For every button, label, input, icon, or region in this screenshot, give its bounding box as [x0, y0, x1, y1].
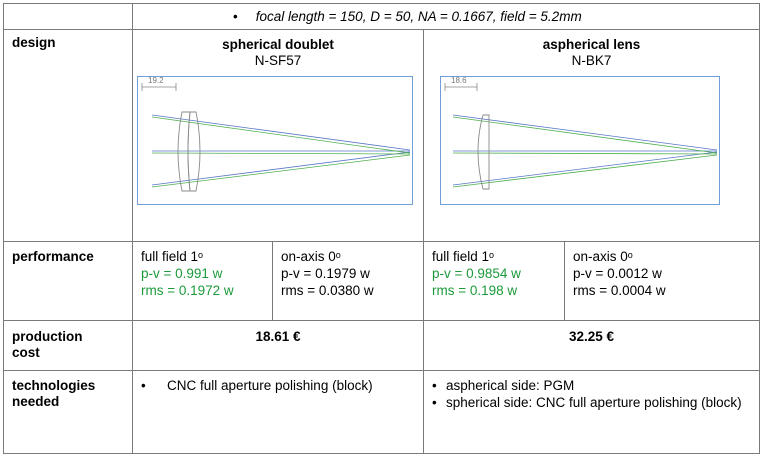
- axis-pv-0: p-v = 0.1979 w: [281, 266, 370, 281]
- full-pv-1: p-v = 0.9854 w: [432, 266, 521, 281]
- axis-label-1: on-axis 0o: [573, 249, 633, 264]
- tech-cell-1: • aspherical side: PGM • spherical side:…: [423, 370, 760, 454]
- ray-diagram-asphere: 18.6: [444, 76, 718, 190]
- row-label-design: design: [3, 29, 133, 242]
- scale-bar: 18.6: [444, 76, 478, 91]
- asphere-lens: [477, 114, 490, 190]
- axis-rms-1: rms = 0.0004 w: [573, 283, 666, 298]
- spec-bullet: •: [233, 9, 238, 24]
- perf-axis-1: on-axis 0o p-v = 0.0012 w rms = 0.0004 w: [564, 241, 760, 321]
- design-title-1: aspherical lens: [542, 37, 641, 52]
- tech-item-1-0: • aspherical side: PGM: [432, 378, 575, 393]
- full-field-label-1: full field 1o: [432, 249, 495, 264]
- design-glass-1: N-BK7: [571, 53, 612, 68]
- lens-diagram-1: 18.6: [440, 76, 720, 205]
- comparison-table: • focal length = 150, D = 50, NA = 0.1667…: [3, 3, 760, 454]
- ray-diagram-doublet: 19.2: [141, 76, 411, 192]
- lens-diagram-0: 19.2: [137, 76, 413, 205]
- cost-1: 32.25 €: [423, 320, 760, 371]
- scale-bar: 19.2: [141, 76, 177, 91]
- perf-full-0: full field 1o p-v = 0.991 w rms = 0.1972…: [132, 241, 273, 321]
- scale-label-1: 18.6: [451, 77, 467, 85]
- perf-full-1: full field 1o p-v = 0.9854 w rms = 0.198…: [423, 241, 565, 321]
- design-cell-0: spherical doublet N-SF57 19.2: [132, 29, 424, 242]
- perf-axis-0: on-axis 0o p-v = 0.1979 w rms = 0.0380 w: [272, 241, 424, 321]
- row-label-cost: production cost: [3, 320, 133, 371]
- corner-cell: [3, 3, 133, 30]
- cost-0: 18.61 €: [132, 320, 424, 371]
- full-rms-0: rms = 0.1972 w: [141, 283, 234, 298]
- design-glass-0: N-SF57: [254, 53, 302, 68]
- doublet-lens: [177, 111, 201, 192]
- design-cell-1: aspherical lens N-BK7 18.6: [423, 29, 760, 242]
- axis-pv-1: p-v = 0.0012 w: [573, 266, 662, 281]
- spec-header: • focal length = 150, D = 50, NA = 0.1667…: [132, 3, 760, 30]
- scale-label-0: 19.2: [148, 77, 164, 85]
- tech-item-0-0: • CNC full aperture polishing (block): [141, 378, 373, 393]
- axis-label-0: on-axis 0o: [281, 249, 341, 264]
- spec-text: focal length = 150, D = 50, NA = 0.1667,…: [255, 9, 582, 24]
- rays: [151, 114, 411, 188]
- tech-item-1-1: • spherical side: CNC full aperture poli…: [432, 395, 742, 410]
- tech-cell-0: • CNC full aperture polishing (block): [132, 370, 424, 454]
- row-label-tech: technologies needed: [3, 370, 133, 454]
- design-title-0: spherical doublet: [222, 37, 334, 52]
- rays: [452, 114, 718, 188]
- full-field-label-0: full field 1o: [141, 249, 204, 264]
- axis-rms-0: rms = 0.0380 w: [281, 283, 374, 298]
- full-pv-0: p-v = 0.991 w: [141, 266, 223, 281]
- full-rms-1: rms = 0.198 w: [432, 283, 518, 298]
- row-label-performance: performance: [3, 241, 133, 321]
